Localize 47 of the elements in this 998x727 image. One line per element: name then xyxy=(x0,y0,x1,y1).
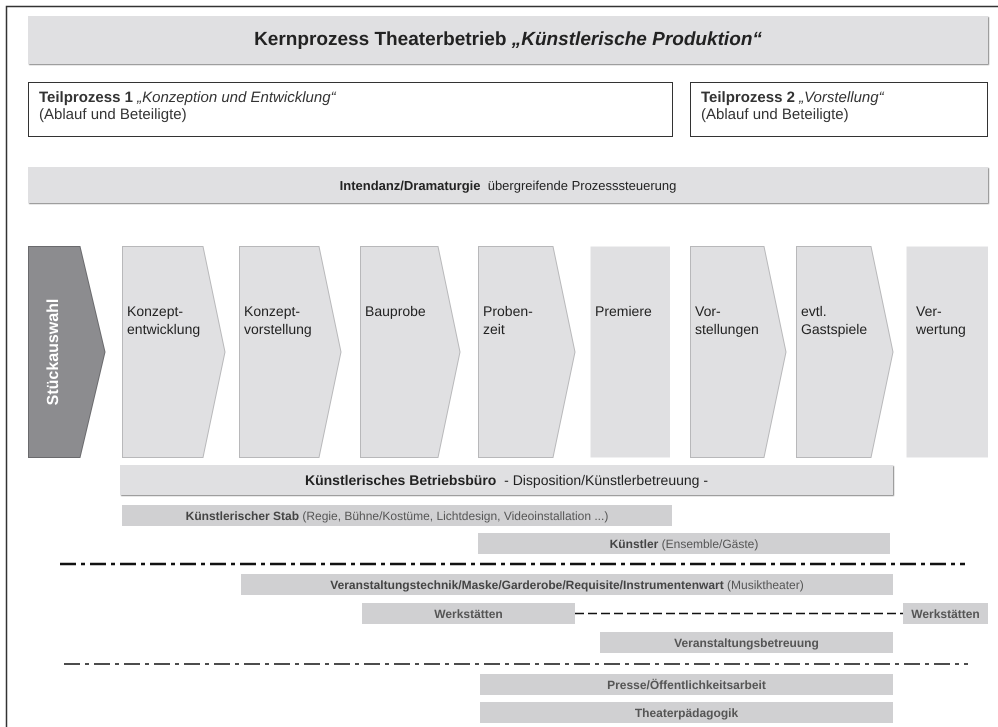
role-label: Presse/Öffentlichkeitsarbeit xyxy=(607,678,766,692)
role-label: Werkstätten xyxy=(911,606,980,620)
subprocess-box xyxy=(690,82,988,137)
role-bar xyxy=(362,603,575,624)
step-label: Konzept- entwicklung xyxy=(127,302,200,338)
process-bar xyxy=(28,16,988,64)
bar-label: Kernprozess Theaterbetrieb „Künstlerische Produktion“ xyxy=(254,29,762,51)
step-label: Premiere xyxy=(595,302,652,320)
role-bar xyxy=(478,533,890,554)
process-step xyxy=(478,246,575,458)
process-step xyxy=(122,246,225,458)
step-label: Stückauswahl xyxy=(45,298,63,406)
step-label: Bauprobe xyxy=(365,302,426,320)
role-label: Künstlerischer Stab (Regie, Bühne/Kostüme, Lichtdesign, Videoinstallation ...) xyxy=(186,508,608,522)
role-bar xyxy=(480,674,893,695)
process-bar xyxy=(28,167,988,203)
process-step xyxy=(239,246,341,458)
step-label: evtl. Gastspiele xyxy=(801,302,868,338)
role-label: Veranstaltungstechnik/Maske/Garderobe/Requisite/Instrumentenwart (Musiktheater) xyxy=(330,578,804,592)
role-label: Veranstaltungsbetreuung xyxy=(674,636,819,650)
process-step xyxy=(690,246,786,458)
connector-line xyxy=(575,612,903,614)
role-bar xyxy=(480,702,893,723)
subprocess-title: Teilprozess 1 „Konzeption und Entwicklung“ xyxy=(39,89,338,106)
role-bar xyxy=(241,574,893,595)
process-step xyxy=(360,246,460,458)
role-bar xyxy=(122,505,672,526)
step-label: Proben- zeit xyxy=(483,302,533,338)
bar-label: Künstlerisches Betriebsbüro - Disposition/Künstlerbetreuung - xyxy=(304,472,708,488)
process-step xyxy=(28,246,105,458)
role-label: Theaterpädagogik xyxy=(634,706,738,720)
process-step xyxy=(590,246,670,458)
role-bar xyxy=(600,632,893,653)
step-label: Vor- stellungen xyxy=(695,302,759,338)
subprocess-box xyxy=(28,82,673,137)
process-step xyxy=(796,246,893,458)
bar-label: Intendanz/Dramaturgie übergreifende Prozesssteuerung xyxy=(340,178,676,192)
process-bar xyxy=(120,465,893,495)
role-label: Künstler (Ensemble/Gäste) xyxy=(610,536,758,550)
role-bar xyxy=(903,603,988,624)
subprocess-note: (Ablauf und Beteiligte) xyxy=(39,106,188,123)
step-label: Konzept- vorstellung xyxy=(244,302,312,338)
subprocess-note: (Ablauf und Beteiligte) xyxy=(701,106,850,123)
process-step xyxy=(906,246,988,458)
role-label: Werkstätten xyxy=(434,606,503,620)
subprocess-title: Teilprozess 2 „Vorstellung“ xyxy=(701,89,886,106)
step-label: Ver- wertung xyxy=(916,302,966,338)
